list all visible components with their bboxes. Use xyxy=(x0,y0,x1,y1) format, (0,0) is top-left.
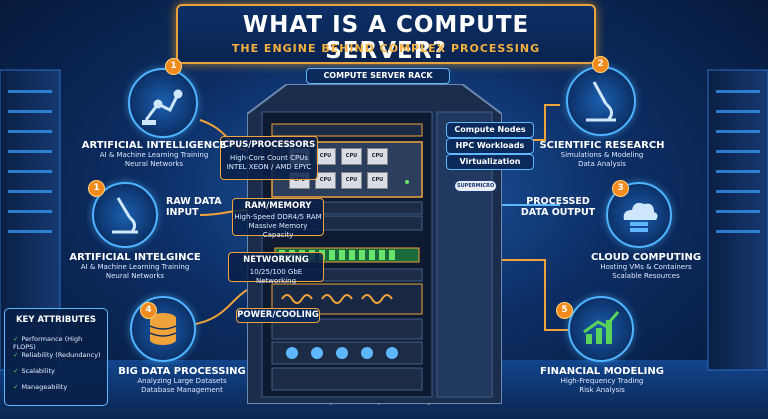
brand-logo: SUPERMICRO xyxy=(454,180,498,192)
use-case-badge: 4 xyxy=(140,302,157,319)
use-case-big-data: BIG DATA PROCESSING Analyzing Large Data… xyxy=(118,366,246,395)
use-case-title: FINANCIAL MODELING xyxy=(540,366,664,377)
use-case-badge: 5 xyxy=(556,302,573,319)
use-case-desc: Database Management xyxy=(141,386,223,394)
cpu-chip: CPU xyxy=(367,148,388,165)
use-case-desc: Data Analysis xyxy=(578,160,626,168)
microscope-icon xyxy=(566,66,636,136)
networking-callout-desc: 10/25/100 GbE Networking xyxy=(249,268,303,285)
power-cooling-callout: POWER/COOLING xyxy=(236,308,320,323)
use-case-ai-2: ARTIFICIAL INTELGINCE AI & Machine Learn… xyxy=(60,252,210,281)
use-case-desc: AI & Machine Learning Training xyxy=(80,263,190,271)
workload-pill: Compute Nodes xyxy=(446,122,534,138)
use-case-badge: 1 xyxy=(165,58,182,75)
microscope-icon xyxy=(92,182,158,248)
use-case-desc: AI & Machine Learning Training xyxy=(99,151,209,159)
use-case-badge: 3 xyxy=(612,180,629,197)
use-case-financial: FINANCIAL MODELING High-Frequency Tradin… xyxy=(538,366,666,395)
use-case-desc: Simulations & Modeling xyxy=(560,151,644,159)
ram-callout: RAM/MEMORY High-Speed DDR4/5 RAM Massive… xyxy=(232,198,324,239)
key-attributes-title: KEY ATTRIBUTES xyxy=(15,315,97,325)
raw-data-input-label: RAW DATA INPUT xyxy=(166,196,222,218)
use-case-desc: Analyzing Large Datasets xyxy=(137,377,227,385)
networking-callout: NETWORKING 10/25/100 GbE Networking xyxy=(228,252,324,285)
use-case-badge: 2 xyxy=(592,56,609,73)
title-banner: WHAT IS A COMPUTE SERVER? THE ENGINE BEH… xyxy=(176,4,596,64)
cpu-callout-title: CPUS/PROCESSORS xyxy=(222,140,316,150)
page-title: WHAT IS A COMPUTE SERVER? xyxy=(242,12,530,64)
use-case-ai: ARTIFICIAL INTELLIGENCE AI & Machine Lea… xyxy=(74,140,234,169)
use-case-desc: Neural Networks xyxy=(105,272,165,280)
cpu-callout-desc: INTEL XEON / AMD EPYC xyxy=(226,163,312,171)
check-icon: ✓ xyxy=(13,367,19,375)
ram-callout-desc: High-Speed DDR4/5 RAM xyxy=(234,213,322,221)
use-case-scientific: SCIENTIFIC RESEARCH Simulations & Modeli… xyxy=(536,140,668,169)
use-case-title: CLOUD COMPUTING xyxy=(590,252,702,263)
processed-output-label: PROCESSED DATA OUTPUT xyxy=(520,196,596,218)
workload-pill: Virtualization xyxy=(446,154,534,170)
cpu-chip: CPU xyxy=(367,172,388,189)
use-case-title: ARTIFICIAL INTELLIGENCE xyxy=(81,140,227,151)
chart-money-icon xyxy=(568,296,634,362)
use-case-desc: High-Frequency Trading xyxy=(560,377,644,385)
use-case-desc: Scalable Resources xyxy=(612,272,680,280)
use-case-desc: Risk Analysis xyxy=(579,386,625,394)
networking-callout-title: NETWORKING xyxy=(243,255,309,265)
key-attributes-panel: KEY ATTRIBUTES ✓Performance (High FLOPS)… xyxy=(4,308,108,406)
use-case-title: BIG DATA PROCESSING xyxy=(118,366,246,377)
use-case-badge: 1 xyxy=(88,180,105,197)
cpu-chip: CPU xyxy=(341,148,362,165)
cpu-chip: CPU xyxy=(315,172,336,189)
use-case-title: ARTIFICIAL INTELGINCE xyxy=(69,252,201,263)
workload-pill: HPC Workloads xyxy=(446,138,534,154)
cpu-chip: CPU xyxy=(315,148,336,165)
ram-callout-desc: Massive Memory Capacity xyxy=(248,222,308,239)
use-case-cloud: CLOUD COMPUTING Hosting VMs & Containers… xyxy=(586,252,706,281)
cpu-chip: CPU xyxy=(341,172,362,189)
cpu-callout: CPUS/PROCESSORS High-Core Count CPUs INT… xyxy=(220,136,318,180)
key-attribute-item: ✓Reliability (Redundancy) xyxy=(13,351,101,359)
ram-callout-title: RAM/MEMORY xyxy=(244,201,312,211)
check-icon: ✓ xyxy=(13,383,19,391)
use-case-title: SCIENTIFIC RESEARCH xyxy=(539,140,665,151)
use-case-desc: Hosting VMs & Containers xyxy=(600,263,692,271)
page-subtitle: THE ENGINE BEHIND COMPLEX PROCESSING xyxy=(231,42,541,55)
key-attribute-item: ✓Performance (High FLOPS) xyxy=(13,335,83,351)
check-icon: ✓ xyxy=(13,351,19,359)
ai-robot-icon xyxy=(128,68,198,138)
rack-label: COMPUTE SERVER RACK xyxy=(306,68,450,84)
key-attribute-item: ✓Manageability xyxy=(13,383,68,391)
key-attribute-item: ✓Scalability xyxy=(13,367,55,375)
check-icon: ✓ xyxy=(13,335,19,343)
cpu-callout-desc: High-Core Count CPUs xyxy=(230,154,308,162)
use-case-desc: Neural Networks xyxy=(124,160,184,168)
